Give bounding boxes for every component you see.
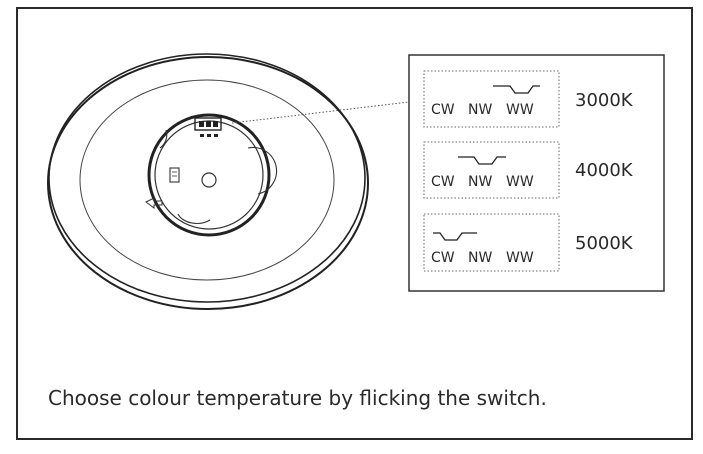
mounting-plate [145,113,278,237]
center-hole [201,172,217,188]
switch-label-nw: NW [468,174,492,190]
pointer-arrow-icon [145,197,163,209]
switch-label-cw: CW [431,102,455,118]
connector-block [169,167,180,183]
switch-label-ww: WW [506,102,534,118]
diagram-frame [16,7,693,440]
fixture-inner-ring [79,79,335,281]
temperature-label: 3000K [575,90,634,111]
switch-label-ww: WW [506,250,534,266]
temperature-label: 5000K [575,233,634,254]
switch-label-ww: WW [506,174,534,190]
switch-position-marker [433,232,477,241]
switch-label-nw: NW [468,250,492,266]
switch-label-cw: CW [431,250,455,266]
colour-switch [194,117,222,137]
instruction-caption: Choose colour temperature by flicking th… [48,386,547,410]
fixture-outer-shadow [47,56,369,310]
setting-5000k: CW NW WW 5000K [423,213,634,272]
setting-4000k: CW NW WW 4000K [423,141,634,199]
temperature-label: 4000K [575,160,634,181]
switch-label-nw: NW [468,102,492,118]
switch-label-cw: CW [431,174,455,190]
setting-3000k: CW NW WW 3000K [423,70,634,128]
fixture-outer-rim [48,53,366,303]
switch-position-marker [493,85,540,94]
switch-position-marker [458,156,506,165]
switch-callout-box [408,54,665,292]
leader-line [231,101,410,124]
